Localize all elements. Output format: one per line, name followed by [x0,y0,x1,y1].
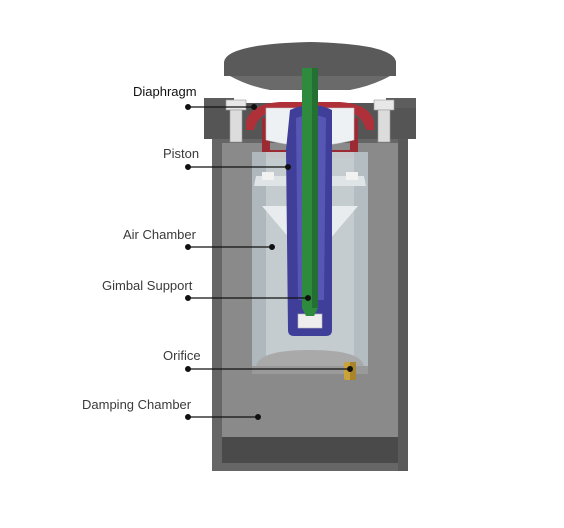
orifice-plate-dome [256,350,364,368]
housing-base [222,437,398,463]
top-cap [224,42,396,76]
flange-top-left [204,98,234,108]
label-orifice: Orifice [163,348,201,363]
label-damping-chamber: Damping Chamber [82,397,192,412]
flange-top-right [386,98,416,108]
housing-side-shade [398,133,408,471]
label-diaphragm: Diaphragm [133,84,197,99]
rod-tip [302,308,318,316]
label-piston: Piston [163,146,200,161]
rod-shade [312,68,318,308]
label-gimbal-support: Gimbal Support [102,278,193,293]
piston-foot [297,313,323,329]
gimbal-block-r1 [346,172,358,180]
orifice-fitting-shade [350,362,356,380]
leader-lines [185,103,354,421]
orifice-plate [252,366,368,374]
label-air-chamber: Air Chamber [123,227,196,242]
bolt-right [373,99,395,143]
bolt-left [225,99,247,143]
gimbal-block-l1 [262,172,274,180]
gimbal-wedge-right [324,206,358,246]
